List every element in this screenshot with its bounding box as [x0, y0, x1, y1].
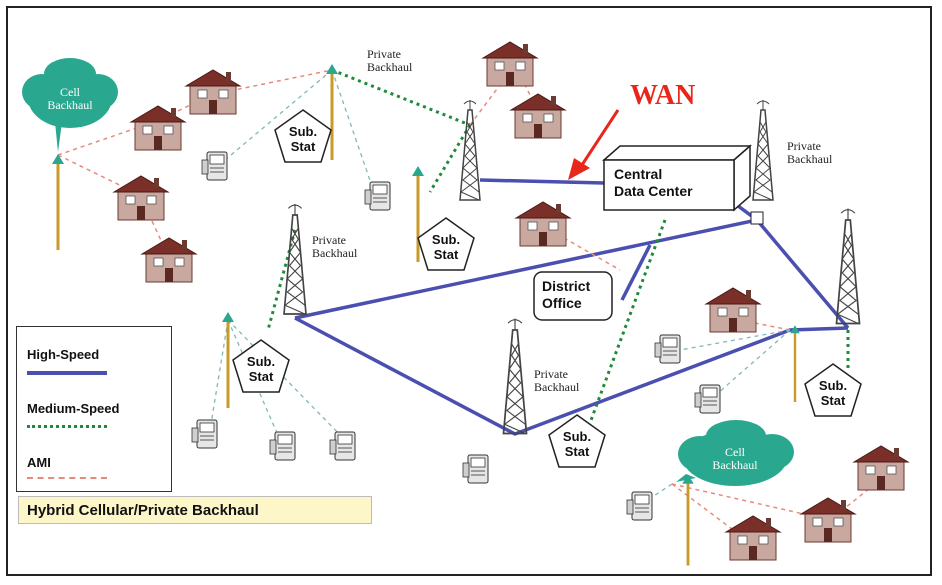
house-icon [141, 237, 197, 283]
legend-medium-speed-label: Medium-Speed [27, 401, 120, 416]
legend-medium-speed-swatch [27, 425, 107, 428]
label-line2: Backhaul [47, 98, 93, 112]
meter-icon [329, 431, 356, 461]
label-line1: Private [367, 47, 401, 61]
meter-icon [364, 181, 391, 211]
district-office-box [533, 271, 613, 321]
legend-ami-swatch [27, 477, 107, 479]
meter-icon [462, 454, 489, 484]
central-line2: Data Center [614, 183, 693, 199]
medium-speed-links [266, 68, 850, 451]
substation-label: Sub.Stat [808, 378, 858, 408]
label-line1: Sub. [288, 124, 318, 139]
tower-icon [459, 99, 481, 201]
house-icon [482, 41, 538, 87]
label-line2: Stat [564, 444, 590, 459]
label-line1: Sub. [246, 354, 276, 369]
house-icon [725, 515, 781, 561]
label-line2: Backhaul [312, 246, 358, 260]
substation-label: Sub.Stat [278, 124, 328, 154]
label-line1: Sub. [431, 232, 461, 247]
label-line1: Sub. [562, 429, 592, 444]
legend-ami-label: AMI [27, 455, 51, 470]
label-line1: Cell [725, 445, 745, 459]
meter-icon [191, 419, 218, 449]
label-line2: Backhaul [367, 60, 413, 74]
district-office-label: District Office [542, 278, 590, 312]
label-line2: Stat [248, 369, 274, 384]
pole-icon [789, 324, 801, 404]
label-line2: Stat [820, 393, 846, 408]
caption: Hybrid Cellular/Private Backhaul [18, 496, 372, 524]
label-line1: Cell [60, 85, 80, 99]
label-line2: Stat [433, 247, 459, 262]
pole-icon [220, 310, 236, 410]
house-icon [510, 93, 566, 139]
meter-icon [626, 491, 653, 521]
label-line1: Sub. [818, 378, 848, 393]
label-line1: Private [787, 139, 821, 153]
legend: High-Speed Medium-Speed AMI [16, 326, 172, 492]
wan-title: WAN [630, 80, 696, 111]
wan-arrow [568, 109, 620, 180]
house-icon [853, 445, 909, 491]
house-icon [185, 69, 241, 115]
meter-icon [654, 334, 681, 364]
pole-icon [680, 472, 696, 567]
label-line2: Backhaul [534, 380, 580, 394]
cloud-icon [22, 58, 118, 152]
pole-icon [50, 152, 66, 252]
substation-label: Sub.Stat [236, 354, 286, 384]
house-icon [130, 105, 186, 151]
meter-icon [269, 431, 296, 461]
central-data-center-box [602, 144, 764, 225]
meter-icon [201, 151, 228, 181]
substation-label: Sub.Stat [552, 429, 602, 459]
tower-icon [835, 207, 861, 325]
legend-high-speed-swatch [27, 371, 107, 375]
label-line2: Backhaul [787, 152, 833, 166]
house-icon [705, 287, 761, 333]
district-line1: District [542, 278, 591, 294]
house-icon [515, 201, 571, 247]
legend-high-speed-label: High-Speed [27, 347, 100, 362]
cloud-icon [676, 420, 794, 486]
tower-icon [752, 99, 774, 201]
label-line1: Private [534, 367, 568, 381]
tower-icon [502, 317, 528, 435]
district-line2: Office [542, 295, 582, 311]
label-line1: Private [312, 233, 346, 247]
label-line2: Backhaul [712, 458, 758, 472]
label-line2: Stat [290, 139, 316, 154]
central-data-center-label: Central Data Center [614, 166, 693, 200]
substation-label: Sub.Stat [421, 232, 471, 262]
house-icon [800, 497, 856, 543]
house-icon [113, 175, 169, 221]
central-line1: Central [614, 166, 663, 182]
meter-icon [694, 384, 721, 414]
